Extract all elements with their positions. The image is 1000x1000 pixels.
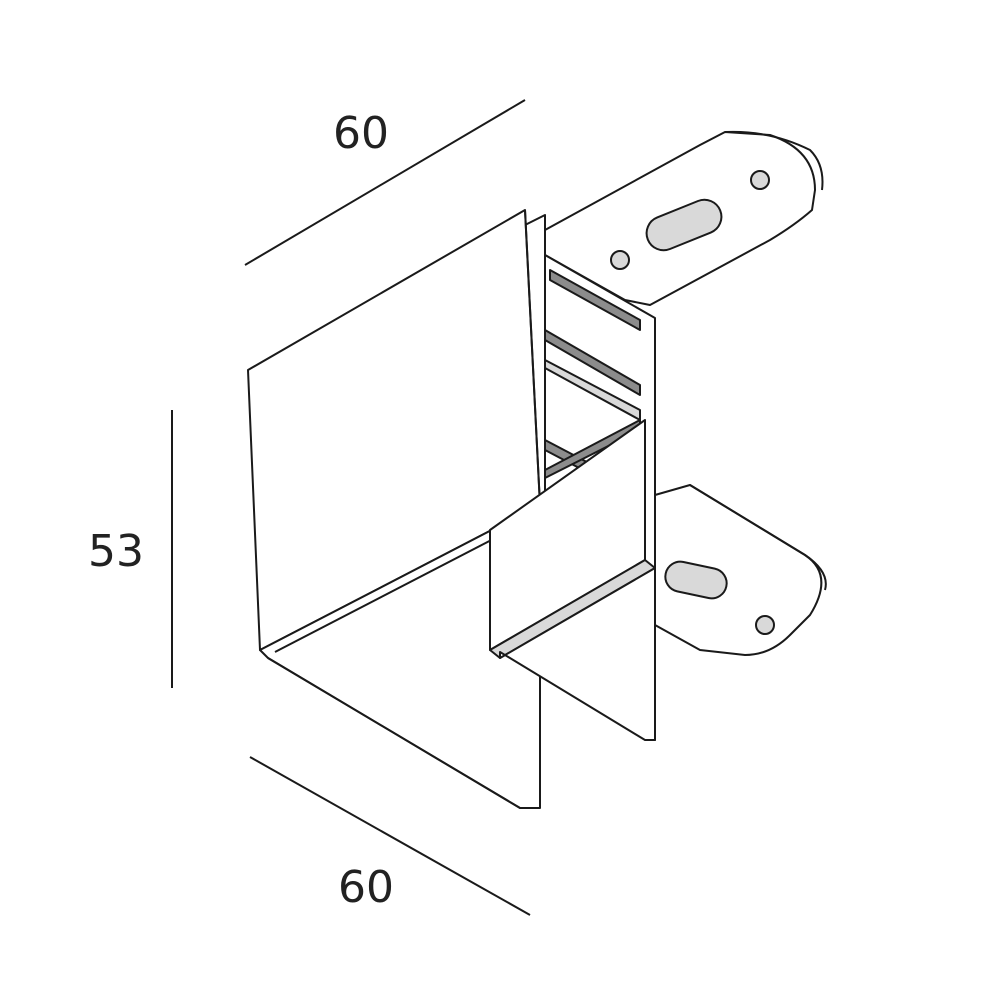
connector-body — [247, 130, 827, 809]
upper-mounting-bracket — [544, 130, 824, 306]
top-dimension-line — [244, 99, 526, 266]
upper-bracket-screw-hole-right — [750, 170, 770, 190]
top-dimension-label: 60 — [333, 108, 389, 159]
upper-bracket-screw-hole-left — [610, 250, 630, 270]
lower-bracket-screw-hole — [755, 615, 775, 635]
height-dimension-label: 53 — [88, 526, 144, 577]
lower-bracket-slot — [664, 560, 728, 600]
upper-bracket-slot — [645, 198, 723, 252]
lower-mounting-bracket — [654, 484, 827, 656]
dimension-lines — [171, 99, 531, 916]
inner-panel — [489, 419, 656, 741]
bottom-dimension-label: 60 — [338, 862, 394, 913]
left-housing — [247, 209, 541, 809]
bottom-dimension-line — [249, 756, 531, 916]
